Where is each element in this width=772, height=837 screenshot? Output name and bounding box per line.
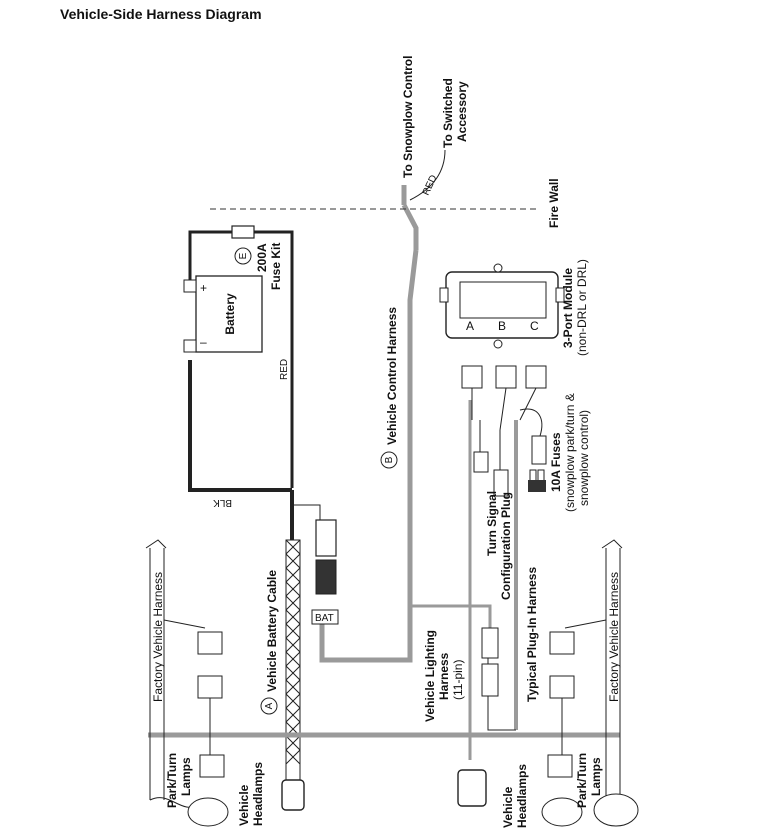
fuses-label-1: 10A Fuses <box>549 432 563 492</box>
lighting-harness-label-1: Vehicle Lighting <box>423 630 437 722</box>
factory-harness-left-label: Factory Vehicle Harness <box>151 572 165 702</box>
fuses-label-2: (snowplow park/turn & <box>563 393 577 512</box>
plugin-harness-label: Typical Plug-In Harness <box>525 567 539 702</box>
three-port-module <box>439 263 565 349</box>
page-title: Vehicle-Side Harness Diagram <box>60 6 262 22</box>
fuse-kit-label-1: 200A <box>255 243 269 272</box>
module-connectors <box>461 365 547 465</box>
battery-cable-marker <box>260 697 278 715</box>
battery-plus: + <box>200 281 207 295</box>
to-snowplow-control-label: To Snowplow Control <box>401 56 415 178</box>
vehicle-control-harness-label: Vehicle Control Harness <box>385 307 399 445</box>
battery <box>183 275 263 353</box>
turn-signal-label-1: Turn Signal <box>485 491 499 556</box>
module-label-1: 3-Port Module <box>561 268 575 348</box>
bat-connector <box>292 504 339 625</box>
headlamps-right-1: Vehicle <box>501 786 515 828</box>
park-turn-right-2: Lamps <box>589 757 603 796</box>
park-turn-left-1: Park/Turn <box>165 753 179 808</box>
control-harness-top-wire <box>401 149 446 250</box>
to-switched-accessory-label-1: To Switched <box>441 78 455 148</box>
fuse-kit-label-2: Fuse Kit <box>269 243 283 290</box>
red-wire-label-top: RED <box>421 173 440 197</box>
battery-minus: – <box>200 335 207 349</box>
battery-cable-letter: A <box>264 702 275 709</box>
fuse-kit-letter: E <box>238 252 249 259</box>
fire-wall-label: Fire Wall <box>547 178 561 228</box>
battery-label: Battery <box>223 293 237 335</box>
lighting-harness-label-3: (11-pin) <box>451 660 465 700</box>
fuse-kit-marker <box>234 247 252 265</box>
right-factory-harness <box>541 539 639 827</box>
red-wire-label: RED <box>279 359 290 380</box>
fuses-label-3: snowplow control) <box>577 410 591 506</box>
to-switched-accessory-label-2: Accessory <box>455 81 469 142</box>
module-port-a: A <box>466 319 474 333</box>
control-harness-marker <box>380 451 398 469</box>
module-port-b: B <box>498 319 506 333</box>
lighting-harness-label-2: Harness <box>437 652 451 700</box>
plug-in-harness-wire <box>457 400 518 807</box>
battery-cable-label: Vehicle Battery Cable <box>265 570 279 692</box>
park-turn-left-2: Lamps <box>179 757 193 796</box>
headlamps-left-2: Headlamps <box>251 762 265 826</box>
turn-signal-label-2: Configuration Plug <box>499 492 513 600</box>
blk-wire-label: BLK <box>213 497 232 508</box>
fuses <box>528 469 546 492</box>
module-label-2: (non-DRL or DRL) <box>575 259 589 356</box>
turn-signal-plug <box>473 420 509 497</box>
factory-harness-right-label: Factory Vehicle Harness <box>607 572 621 702</box>
fuse-kit-wires <box>188 225 294 492</box>
control-harness-letter: B <box>384 456 395 463</box>
left-factory-harness <box>145 539 229 827</box>
bat-label: BAT <box>315 613 334 624</box>
headlamps-left-1: Vehicle <box>237 784 251 826</box>
module-port-c: C <box>530 319 539 333</box>
headlamps-right-2: Headlamps <box>515 764 529 828</box>
park-turn-right-1: Park/Turn <box>575 753 589 808</box>
vehicle-battery-cable <box>281 490 305 811</box>
